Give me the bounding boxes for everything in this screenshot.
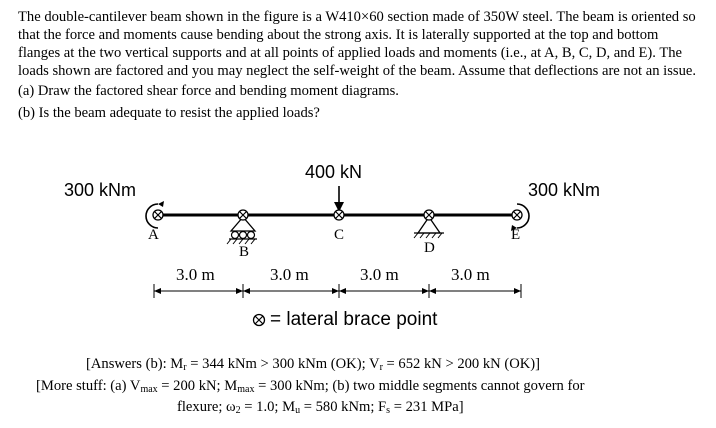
lateral-brace-icon <box>511 209 523 221</box>
lateral-brace-icon <box>423 209 435 221</box>
moment-arrow-left-icon <box>145 201 164 229</box>
point-label-b: B <box>239 244 250 260</box>
answer-line-2: [More stuff: (a) Vmax = 200 kN; Mmax = 3… <box>36 378 585 395</box>
load-arrow-icon <box>334 186 344 212</box>
dimension-arrowheads <box>154 288 521 294</box>
span-label-ab: 3.0 m <box>176 265 215 284</box>
lateral-brace-icon <box>152 209 164 221</box>
legend-brace-icon <box>252 313 266 327</box>
problem-statement: The double-cantilever beam shown in the … <box>18 8 698 122</box>
part-b-text: (b) Is the beam adequate to resist the a… <box>18 105 320 121</box>
moment-left-label: 300 kNm <box>64 180 137 200</box>
point-label-e: E <box>511 227 521 243</box>
point-label-c: C <box>334 227 345 243</box>
part-a-text: (a) Draw the factored shear force and be… <box>18 83 399 99</box>
span-label-de: 3.0 m <box>451 265 490 284</box>
span-label-cd: 3.0 m <box>360 265 399 284</box>
answer-line-3: flexure; ω2 = 1.0; Mu = 580 kNm; Fs = 23… <box>177 399 464 416</box>
problem-intro: The double-cantilever beam shown in the … <box>18 9 696 79</box>
legend-text: = lateral brace point <box>270 309 438 330</box>
point-label-d: D <box>424 240 435 256</box>
point-label-a: A <box>148 227 159 243</box>
pin-support-d-icon <box>413 215 444 239</box>
lateral-brace-icon <box>333 209 345 221</box>
moment-arrow-right-icon <box>511 203 530 231</box>
span-label-bc: 3.0 m <box>270 265 309 284</box>
answer-line-1: [Answers (b): Mr = 344 kNm > 300 kNm (OK… <box>86 356 541 373</box>
load-label: 400 kN <box>305 162 363 182</box>
moment-right-label: 300 kNm <box>528 180 601 200</box>
roller-support-b-icon <box>226 216 257 245</box>
lateral-brace-icon <box>237 209 249 221</box>
